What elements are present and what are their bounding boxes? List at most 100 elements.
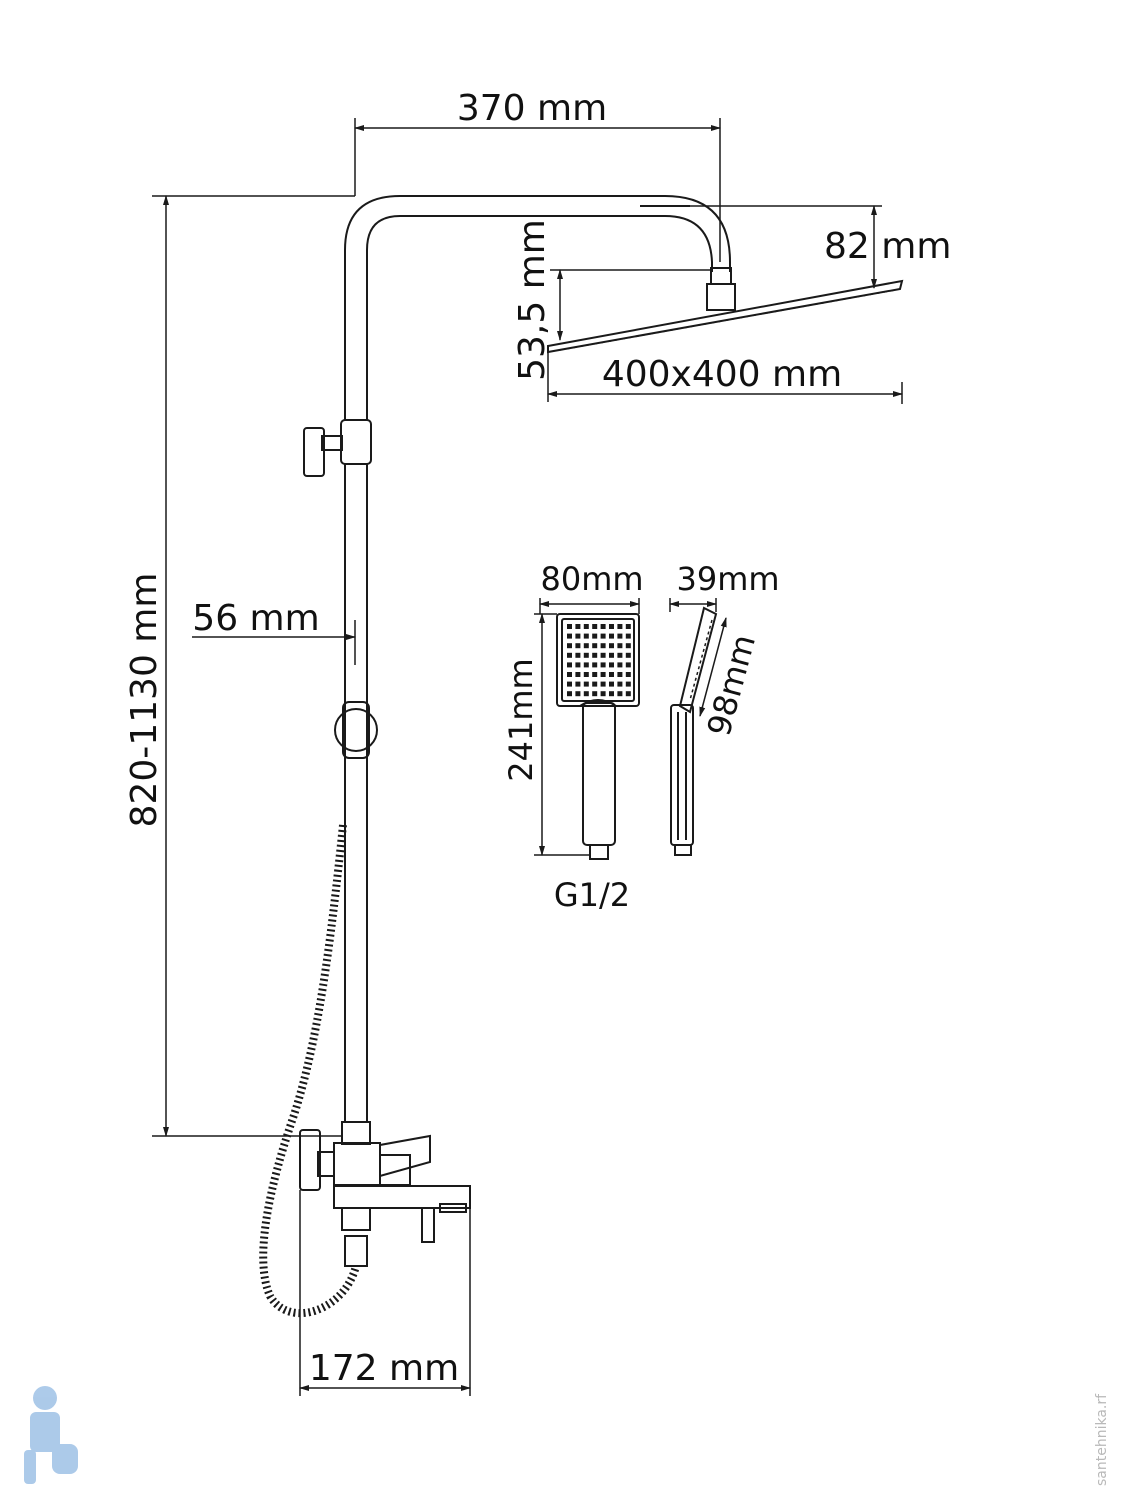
nozzle xyxy=(592,652,598,658)
nozzle xyxy=(600,652,606,658)
nozzle xyxy=(600,633,606,639)
nozzle xyxy=(609,633,614,639)
dim-arm-reach-label: 370 mm xyxy=(457,88,607,129)
nozzle xyxy=(575,681,581,687)
nozzle xyxy=(592,672,598,677)
arm-end-nut xyxy=(710,267,732,285)
nozzle xyxy=(592,643,598,649)
nozzle xyxy=(575,672,581,677)
nozzle xyxy=(600,643,606,649)
nozzle xyxy=(609,681,614,687)
nozzle xyxy=(567,681,572,687)
nozzle xyxy=(583,672,589,677)
nozzle xyxy=(592,681,598,687)
shower-hose xyxy=(259,824,360,1318)
height-clamp xyxy=(340,419,372,465)
nozzle xyxy=(625,652,631,658)
spout-tip xyxy=(439,1203,467,1213)
nozzle xyxy=(609,624,614,629)
nozzle xyxy=(567,662,572,668)
clamp-knob xyxy=(303,427,325,477)
nozzle xyxy=(609,672,614,677)
nozzle xyxy=(575,652,581,658)
diverter-stem xyxy=(317,1151,335,1177)
rain-shower-head xyxy=(547,279,904,354)
nozzle xyxy=(592,691,598,697)
nozzle xyxy=(583,624,589,629)
side-watermark: santehnika.rf xyxy=(1094,1393,1110,1486)
dimension-lines xyxy=(152,118,903,1396)
nozzle xyxy=(567,691,572,697)
nozzle xyxy=(617,643,623,649)
dim-rail-diameter-label: 56 mm xyxy=(192,598,319,639)
nozzle xyxy=(600,624,606,629)
overhead-arm-outer xyxy=(344,195,731,420)
dim-head-size-label: 400x400 mm xyxy=(602,354,842,395)
nozzle xyxy=(625,662,631,668)
nozzle xyxy=(625,633,631,639)
nozzle xyxy=(625,643,631,649)
hand-shower-thread xyxy=(589,844,609,860)
dim-rail-height-label: 820-1130 mm xyxy=(124,573,165,828)
hose-connector xyxy=(344,1235,368,1267)
bath-spout xyxy=(333,1185,471,1209)
nozzle xyxy=(609,652,614,658)
nozzle xyxy=(592,662,598,668)
holder-ring xyxy=(342,701,370,759)
nozzle xyxy=(592,624,598,629)
hand-shower-face xyxy=(556,613,640,707)
nozzle xyxy=(625,624,631,629)
overhead-arm-inner xyxy=(366,215,713,420)
nozzle xyxy=(600,691,606,697)
nozzle xyxy=(617,633,623,639)
hand-shower-nozzle-grid xyxy=(567,624,631,697)
nozzle xyxy=(609,662,614,668)
hand-shower-side-head xyxy=(678,606,718,714)
hand-shower-side-thread xyxy=(674,844,692,856)
hand-shower-face-inner xyxy=(561,618,635,702)
nozzle xyxy=(575,633,581,639)
hand-shower-handle xyxy=(582,702,616,846)
mixer-lever xyxy=(379,1134,431,1178)
riser-base-nut xyxy=(341,1121,371,1145)
nozzle xyxy=(617,662,623,668)
plumber-mascot-icon xyxy=(24,1386,78,1484)
mixer-cartridge xyxy=(380,1154,411,1186)
nozzle xyxy=(575,643,581,649)
nozzle xyxy=(600,672,606,677)
mixer-body xyxy=(333,1142,381,1186)
nozzle xyxy=(575,662,581,668)
nozzle xyxy=(617,652,623,658)
nozzle xyxy=(567,652,572,658)
hose-outlet-nut xyxy=(341,1207,371,1231)
nozzle xyxy=(617,691,623,697)
dim-head-drop-label: 82 mm xyxy=(824,226,951,267)
nozzle xyxy=(567,624,572,629)
dim-98-line xyxy=(699,617,727,717)
nozzle xyxy=(583,691,589,697)
nozzle xyxy=(617,624,623,629)
dim-hand-length-label: 241mm xyxy=(502,658,540,781)
diverter-knob xyxy=(299,1129,321,1191)
dim-hand-head-length-label: 98mm xyxy=(700,630,763,739)
nozzle xyxy=(625,681,631,687)
nozzle xyxy=(583,633,589,639)
dim-thread-label: G1/2 xyxy=(554,876,630,914)
nozzle xyxy=(625,672,631,677)
dim-hand-width-label: 80mm xyxy=(540,560,643,598)
nozzle xyxy=(567,633,572,639)
nozzle xyxy=(609,643,614,649)
shower-nozzles xyxy=(559,289,896,351)
nozzle xyxy=(600,681,606,687)
nozzle xyxy=(617,681,623,687)
spout-lever xyxy=(421,1207,435,1243)
hand-shower-holder xyxy=(334,708,378,752)
nozzle xyxy=(567,672,572,677)
clamp-knob-stem xyxy=(321,435,343,451)
dim-hand-depth-label: 39mm xyxy=(676,560,779,598)
nozzle xyxy=(583,662,589,668)
nozzle xyxy=(592,633,598,639)
nozzle xyxy=(583,681,589,687)
dim-spout-reach-label: 172 mm xyxy=(309,1348,459,1389)
